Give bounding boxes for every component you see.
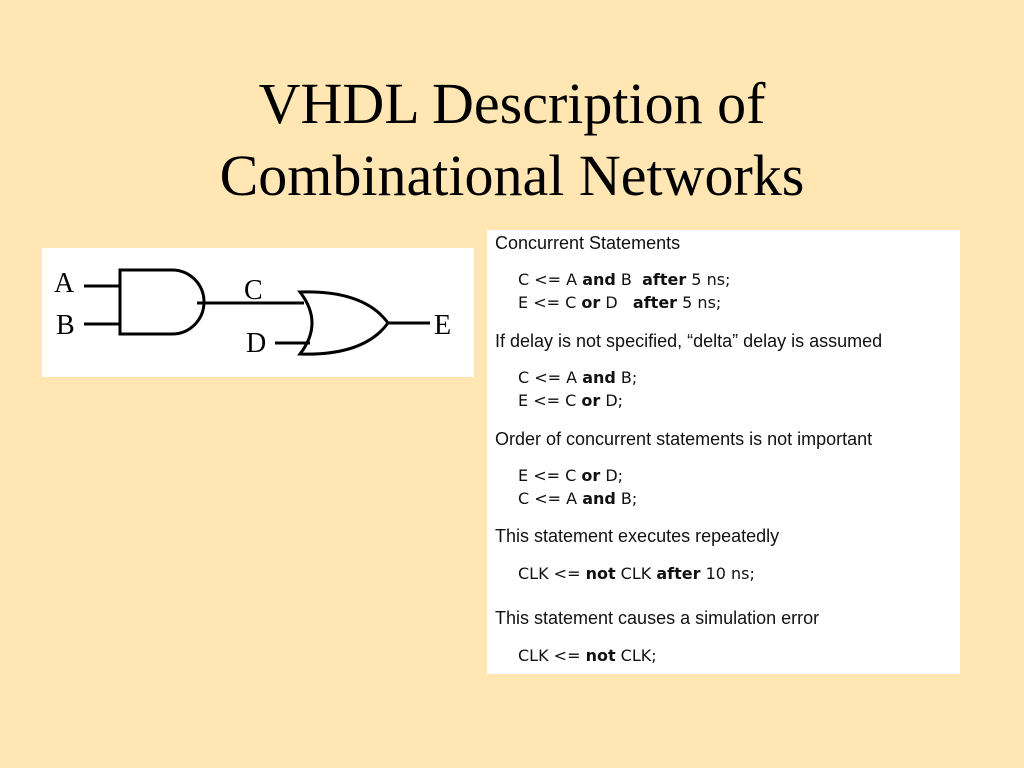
signal-label-e: E	[434, 310, 451, 341]
heading-simulation-error: This statement causes a simulation error	[495, 608, 820, 628]
keyword-or: or	[581, 466, 601, 485]
keyword-or: or	[581, 391, 601, 410]
heading-concurrent-statements: Concurrent Statements	[495, 233, 681, 253]
signal-label-c: C	[244, 275, 263, 306]
signal-label-d: D	[246, 328, 266, 359]
logic-diagram: A B C D E	[42, 248, 474, 377]
title-line-2: Combinational Networks	[219, 143, 805, 208]
keyword-not: not	[585, 564, 616, 583]
code-line: CLK <= not CLK;	[518, 646, 657, 665]
heading-order-not-important: Order of concurrent statements is not im…	[495, 429, 873, 449]
signal-label-b: B	[56, 310, 75, 341]
keyword-not: not	[585, 646, 616, 665]
code-line: C <= A and B;	[518, 489, 638, 508]
code-line: E <= C or D;	[518, 466, 624, 485]
keyword-and: and	[582, 489, 616, 508]
slide-title: VHDL Description of Combinational Networ…	[0, 68, 1024, 212]
keyword-after: after	[656, 564, 701, 583]
title-line-1: VHDL Description of	[258, 71, 766, 136]
code-notes-panel: Concurrent Statements C <= A and B after…	[487, 230, 960, 674]
and-gate-icon	[118, 268, 206, 336]
keyword-after: after	[642, 270, 687, 289]
heading-executes-repeatedly: This statement executes repeatedly	[495, 526, 780, 546]
signal-label-a: A	[54, 268, 75, 299]
code-line: CLK <= not CLK after 10 ns;	[518, 564, 755, 583]
heading-delta-delay: If delay is not specified, “delta” delay…	[495, 331, 883, 351]
code-line: E <= C or D;	[518, 391, 624, 410]
or-gate-icon	[297, 290, 390, 356]
keyword-and: and	[582, 270, 616, 289]
keyword-and: and	[582, 368, 616, 387]
keyword-or: or	[581, 293, 601, 312]
code-line: C <= A and B;	[518, 368, 638, 387]
code-line: E <= C or D after 5 ns;	[518, 293, 722, 312]
keyword-after: after	[632, 293, 678, 312]
code-line: C <= A and B after 5 ns;	[518, 270, 731, 289]
gate-schematic: A B C D E	[54, 268, 451, 359]
